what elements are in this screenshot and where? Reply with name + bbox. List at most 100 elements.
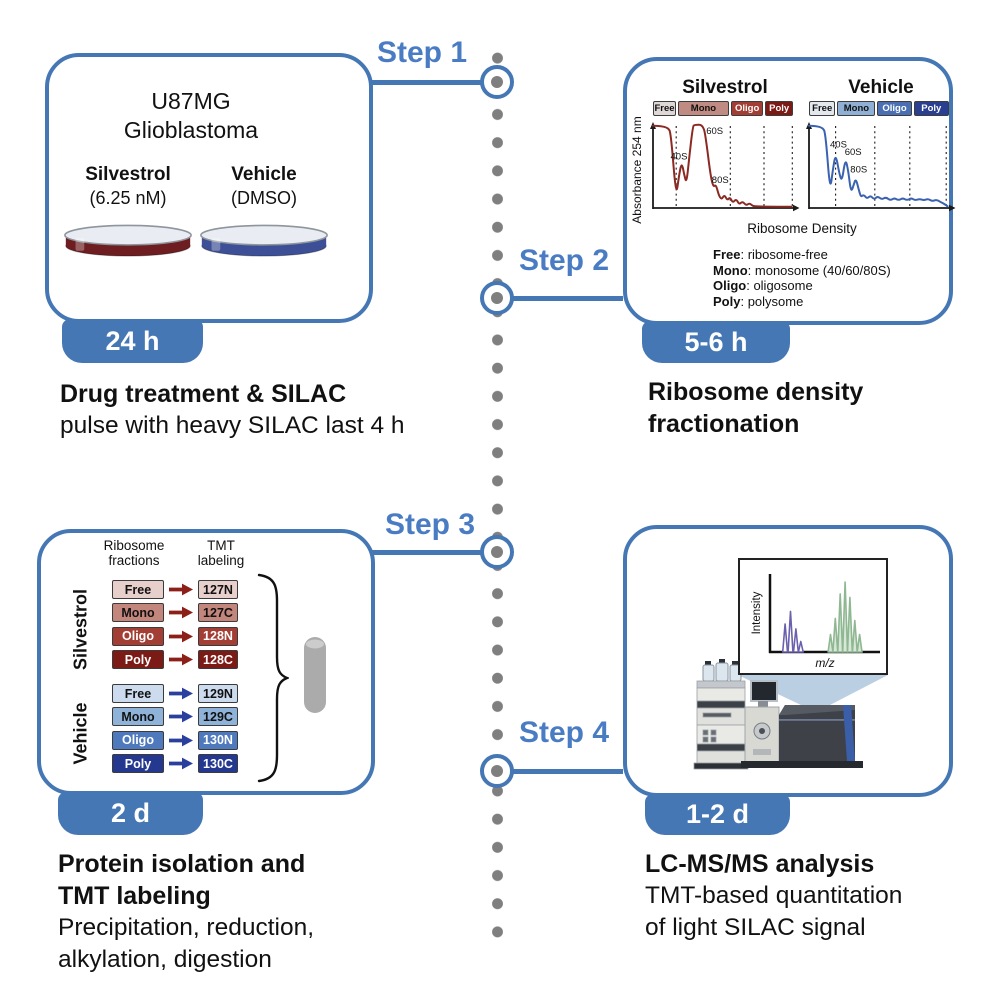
tmt-tag-box: 128N: [198, 626, 238, 646]
step1-connector-line: [371, 80, 497, 85]
condition-dose: (DMSO): [231, 188, 297, 208]
duration-badge-step1: 24 h: [62, 319, 203, 363]
caption-step1: Drug treatment & SILAC pulse with heavy S…: [60, 378, 405, 442]
group-label-vehicle: Vehicle: [70, 702, 91, 765]
step1-node-icon: [480, 65, 514, 99]
legend-term: Oligo: [713, 278, 747, 293]
legend-entry: Oligo: oligosome: [713, 278, 813, 293]
curly-brace: [257, 573, 289, 783]
y-axis-label: Absorbance 254 nm: [630, 116, 644, 223]
tmt-tag-box: 129C: [198, 707, 238, 727]
light-silac-cluster-peak: [846, 596, 854, 653]
condition-name: Silvestrol: [85, 164, 171, 185]
absorbance-trace: [652, 123, 793, 208]
step4-connector-line: [497, 769, 623, 774]
caption-line: pulse with heavy SILAC last 4 h: [60, 412, 405, 439]
step4-label: Step 4: [518, 716, 610, 749]
light-silac-cluster-peak: [832, 617, 839, 653]
condition-vehicle: Vehicle (DMSO): [191, 163, 337, 266]
duration-badge-step2: 5-6 h: [642, 321, 790, 363]
duration-badge-step3: 2 d: [58, 792, 203, 835]
tmt-tag-box: 129N: [198, 684, 238, 703]
tmt-row: Free 127N: [112, 580, 238, 599]
inset-y-label: Intensity: [751, 591, 763, 634]
group-label-silvestrol: Silvestrol: [70, 588, 91, 671]
condition-silvestrol: Silvestrol (6.25 nM): [55, 163, 201, 266]
fraction-box-free: Free: [112, 684, 164, 703]
hplc-bottles-icon: [702, 659, 742, 682]
caption-line: of light SILAC signal: [645, 914, 866, 941]
heavy-silac-cluster-peak: [797, 640, 804, 653]
step3-label: Step 3: [384, 508, 476, 541]
column-header-line: Ribosome: [103, 538, 165, 553]
arrow-icon: [168, 629, 194, 644]
tmt-tag-box: 127N: [198, 580, 238, 599]
svg-text:Absorbance 254 nm: Absorbance 254 nm: [630, 116, 644, 223]
fraction-segment-free: Free: [653, 101, 677, 116]
cell-type-name: Glioblastoma: [123, 117, 259, 143]
legend-entry: Free: ribosome-free: [713, 247, 828, 262]
arrow-icon: [168, 605, 194, 620]
pooled-tube-icon: [304, 637, 326, 713]
mass-spectrometer-icon: [741, 680, 863, 768]
fraction-segment-poly: Poly: [913, 101, 949, 116]
light-silac-cluster-peak: [837, 593, 844, 653]
tmt-tag-box: 130N: [198, 730, 238, 750]
lcms-instrument-illustration: [693, 659, 888, 770]
petri-dish-icon: [64, 224, 192, 257]
light-silac-cluster-peak: [856, 633, 863, 653]
caption-line: TMT labeling: [58, 882, 211, 910]
light-silac-cluster-peak: [827, 633, 834, 653]
tmt-row: Oligo 128N: [112, 626, 238, 646]
peak-label: 80S: [850, 165, 867, 176]
arrow-icon: [168, 582, 194, 597]
heavy-silac-cluster-peak: [781, 623, 789, 653]
fraction-box-oligo: Oligo: [112, 626, 164, 646]
arrow-icon: [168, 686, 194, 701]
tmt-tag-box: 127C: [198, 603, 238, 623]
step2-label: Step 2: [518, 244, 610, 277]
condition-dose: (6.25 nM): [89, 188, 167, 208]
absorbance-trace: [808, 124, 949, 208]
caption-line: Protein isolation and: [58, 850, 306, 878]
x-axis-arrow-icon: [949, 204, 956, 212]
caption-line: Precipitation, reduction,: [58, 914, 315, 941]
condition-name: Vehicle: [231, 164, 297, 185]
step2-connector-line: [497, 296, 623, 301]
fraction-segment-poly: Poly: [765, 101, 793, 116]
peak-label: 60S: [845, 147, 862, 158]
column-header-line: TMT: [207, 538, 235, 553]
tmt-tag-box: 128C: [198, 650, 238, 670]
panel-lcms-analysis: Intensity m/z: [623, 525, 953, 797]
legend-term: Free: [713, 247, 741, 262]
legend-term: Mono: [713, 262, 748, 278]
arrow-icon: [168, 652, 194, 667]
peak-label: 80S: [712, 175, 729, 186]
hplc-stack-icon: [693, 680, 749, 770]
step3-node-icon: [480, 535, 514, 569]
fraction-box-free: Free: [112, 580, 164, 599]
chart-title: Vehicle: [848, 77, 914, 98]
step3-connector-line: [371, 550, 497, 555]
fraction-segment-mono: Mono: [837, 101, 876, 116]
cell-line-label: U87MG Glioblastoma: [49, 87, 333, 145]
timeline-dotted-line: [492, 44, 503, 944]
spectrum-peaks: [781, 581, 863, 653]
caption-line: Drug treatment & SILAC: [60, 380, 347, 408]
caption-line: Ribosome density: [648, 378, 864, 406]
tmt-row: Free 129N: [112, 684, 238, 703]
fraction-segment-free: Free: [809, 101, 836, 116]
